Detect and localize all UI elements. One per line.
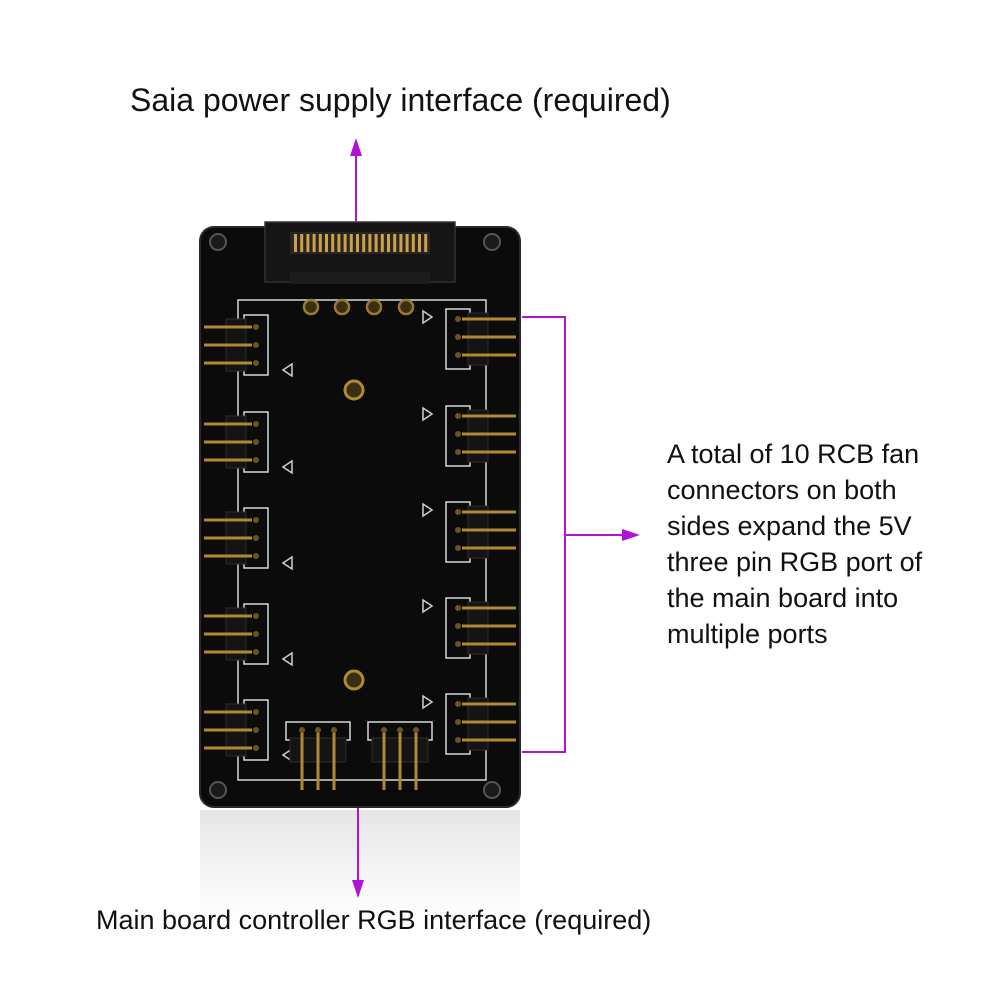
triangle-marker-icon (422, 406, 434, 422)
mounting-holes (209, 233, 501, 799)
triangle-marker-icon (281, 459, 293, 475)
fan-header-right (422, 405, 516, 467)
arrow-up-icon (350, 138, 362, 156)
description-line: connectors on both (667, 475, 897, 505)
description-line: multiple ports (667, 619, 828, 649)
fan-header-right (422, 597, 516, 659)
fan-header-left (204, 699, 293, 763)
fan-header-right (422, 501, 516, 563)
triangle-marker-icon (422, 598, 434, 614)
input-header (367, 721, 433, 790)
fan-header-left (204, 314, 293, 378)
sata-power-interface-label: Saia power supply interface (required) (130, 82, 671, 118)
input-header (285, 721, 351, 790)
fan-header-left (204, 603, 293, 667)
annotation-arrows (350, 138, 640, 898)
description-line: sides expand the 5V (667, 511, 912, 541)
triangle-marker-icon (422, 309, 434, 325)
triangle-marker-icon (422, 694, 434, 710)
center-screws (343, 379, 365, 691)
description-line: the main board into (667, 583, 899, 613)
bottom-input-headers (285, 721, 433, 790)
board-reflection (200, 810, 520, 920)
sata-connector (264, 221, 456, 284)
description-line: A total of 10 RCB fan (667, 439, 920, 469)
fan-connectors-description: A total of 10 RCB fan connectors on both… (667, 436, 922, 652)
fan-header-right (422, 693, 516, 755)
triangle-marker-icon (281, 651, 293, 667)
solder-pads (302, 298, 415, 316)
fan-header-right (422, 308, 516, 370)
triangle-marker-icon (281, 362, 293, 378)
description-line: three pin RGB port of (667, 547, 923, 577)
triangle-marker-icon (281, 555, 293, 571)
right-fan-headers (422, 308, 516, 755)
fan-header-left (204, 507, 293, 571)
side-bracket (522, 316, 566, 753)
triangle-marker-icon (422, 502, 434, 518)
arrow-right-icon (622, 529, 640, 541)
arrow-down-icon (352, 880, 364, 898)
left-fan-headers (204, 314, 293, 763)
fan-header-left (204, 411, 293, 475)
